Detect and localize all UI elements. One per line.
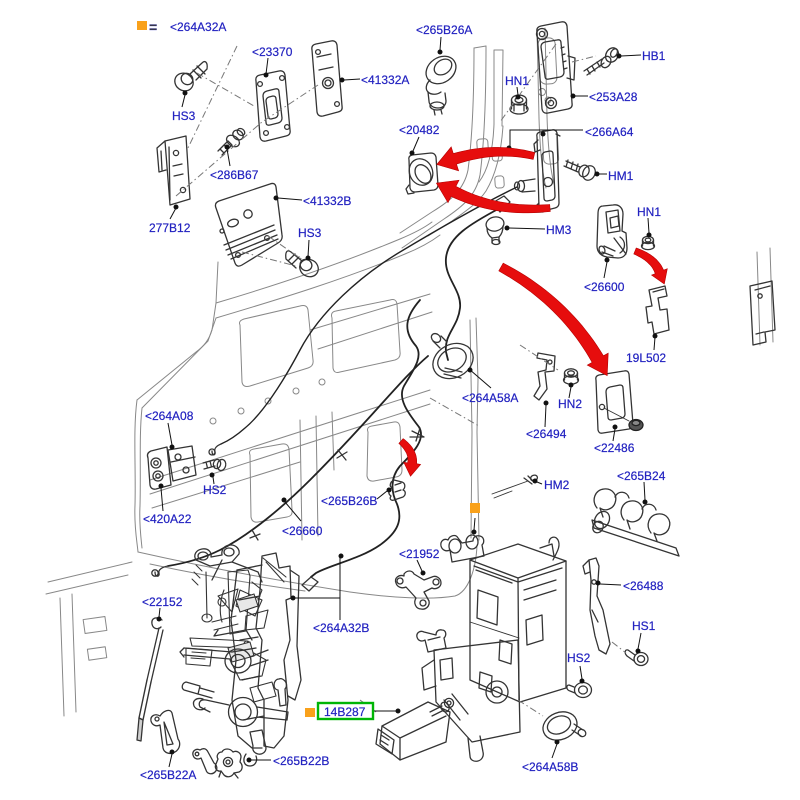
svg-text:<264A32A: <264A32A [170,20,226,34]
svg-text:HS3: HS3 [298,226,322,240]
svg-text:<265B22A: <265B22A [140,768,196,782]
svg-text:<420A22: <420A22 [143,512,192,526]
svg-text:<265B24: <265B24 [617,469,666,483]
svg-text:HM2: HM2 [544,478,570,492]
svg-text:<26488: <26488 [623,579,664,593]
svg-text:<26494: <26494 [526,427,567,441]
svg-text:<286B67: <286B67 [210,168,259,182]
svg-text:<26660: <26660 [282,524,323,538]
svg-text:<41332B: <41332B [303,194,351,208]
svg-text:<265B26B: <265B26B [321,494,377,508]
svg-text:<266A64: <266A64 [585,125,634,139]
svg-text:<26600: <26600 [584,280,625,294]
svg-text:14B287: 14B287 [324,705,366,719]
svg-text:HM3: HM3 [546,223,572,237]
svg-text:HN2: HN2 [558,397,582,411]
svg-text:277B12: 277B12 [149,221,191,235]
svg-text:HN1: HN1 [505,74,529,88]
svg-text:<264A58B: <264A58B [522,760,578,774]
svg-text:<22486: <22486 [594,441,635,455]
svg-text:<22152: <22152 [142,595,183,609]
svg-text:<264A32B: <264A32B [313,621,369,635]
svg-text:<265B26A: <265B26A [416,23,472,37]
svg-text:HS1: HS1 [632,619,656,633]
svg-text:<20482: <20482 [399,123,440,137]
svg-text:HM1: HM1 [608,169,634,183]
svg-text:<23370: <23370 [252,45,293,59]
svg-text:HN1: HN1 [637,205,661,219]
svg-text:=: = [149,19,157,35]
svg-text:19L502: 19L502 [626,351,666,365]
svg-text:<265B22B: <265B22B [273,754,329,768]
svg-text:HS2: HS2 [203,483,227,497]
svg-text:<264A58A: <264A58A [462,391,518,405]
svg-text:<264A08: <264A08 [145,409,194,423]
svg-text:<41332A: <41332A [361,73,409,87]
svg-text:HB1: HB1 [642,49,666,63]
svg-text:HS2: HS2 [567,651,591,665]
svg-text:<253A28: <253A28 [589,90,638,104]
svg-text:HS3: HS3 [172,109,196,123]
svg-text:<21952: <21952 [399,547,440,561]
